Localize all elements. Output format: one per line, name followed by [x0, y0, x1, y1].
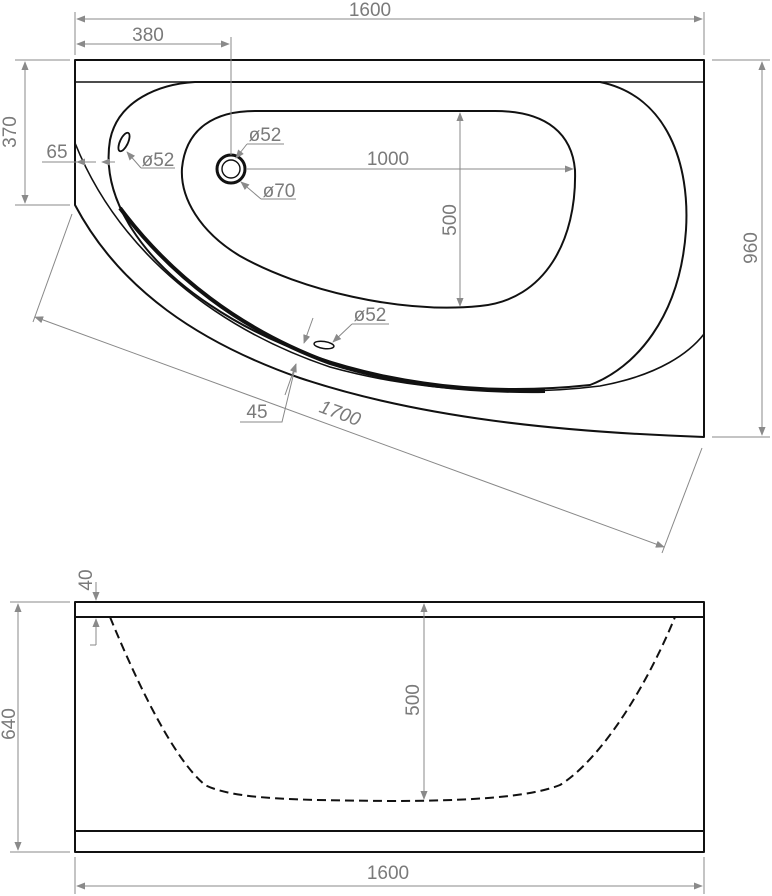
dim-drain-dia-inner: ø52 [235, 125, 284, 159]
dim-rim-height: 40 [76, 569, 100, 646]
drain-outer-ring [215, 153, 247, 185]
dim-overall-height: 640 [0, 601, 70, 853]
rim-front-edge [74, 142, 705, 392]
dim-rim-thickness-label: 45 [246, 402, 267, 423]
dim-drain-offset-label: 380 [132, 25, 164, 46]
dim-front-hole-dia-label: ø52 [354, 305, 387, 326]
dim-basin-length: 1000 [247, 149, 574, 173]
dim-rim-thickness: 45 [240, 317, 314, 423]
dim-edge-offset: 65 [42, 142, 115, 166]
dim-overflow-dia-label: ø52 [142, 150, 175, 171]
dim-drain-offset: 380 [76, 25, 232, 155]
dim-side-overall-width: 1600 [74, 857, 705, 894]
basin-outline [180, 110, 577, 309]
dim-overall-width-label: 1600 [349, 0, 391, 21]
dim-basin-width-label: 500 [440, 204, 461, 236]
dim-diagonal-length-label: 1700 [316, 397, 363, 431]
dim-basin-depth: 500 [403, 603, 428, 800]
dim-basin-depth-label: 500 [403, 684, 424, 716]
dim-edge-offset-label: 65 [46, 142, 67, 163]
dim-diagonal-length: 1700 [32, 213, 703, 554]
dim-side-depth: 370 [0, 59, 70, 206]
top-view: 1600 380 370 65 ø52 [0, 0, 770, 554]
dim-overall-depth-label: 960 [741, 232, 762, 264]
dim-overall-height-label: 640 [0, 708, 20, 740]
dim-rim-height-label: 40 [76, 569, 97, 590]
dim-basin-length-label: 1000 [367, 149, 409, 170]
side-outer-outline [74, 601, 705, 853]
dim-side-overall-width-label: 1600 [367, 863, 409, 884]
dim-overflow-dia: ø52 [126, 150, 175, 171]
drain-inner-ring [221, 159, 241, 179]
dim-front-hole-dia: ø52 [332, 305, 389, 343]
dim-side-depth-label: 370 [0, 116, 21, 148]
rim-inner-outline [107, 81, 688, 390]
dim-drain-dia-outer-label: ø70 [263, 181, 296, 202]
front-bevel-shadow [118, 206, 546, 394]
side-view: 40 640 500 1600 [0, 569, 705, 894]
dim-overall-width: 1600 [74, 0, 705, 55]
overflow-hole [117, 131, 131, 153]
side-basin-hidden-line [109, 616, 676, 803]
dim-drain-dia-inner-label: ø52 [249, 125, 282, 146]
dim-basin-width: 500 [440, 112, 464, 307]
dim-drain-dia-outer: ø70 [240, 181, 296, 202]
dim-overall-depth: 960 [712, 59, 770, 438]
front-hole [313, 340, 335, 350]
